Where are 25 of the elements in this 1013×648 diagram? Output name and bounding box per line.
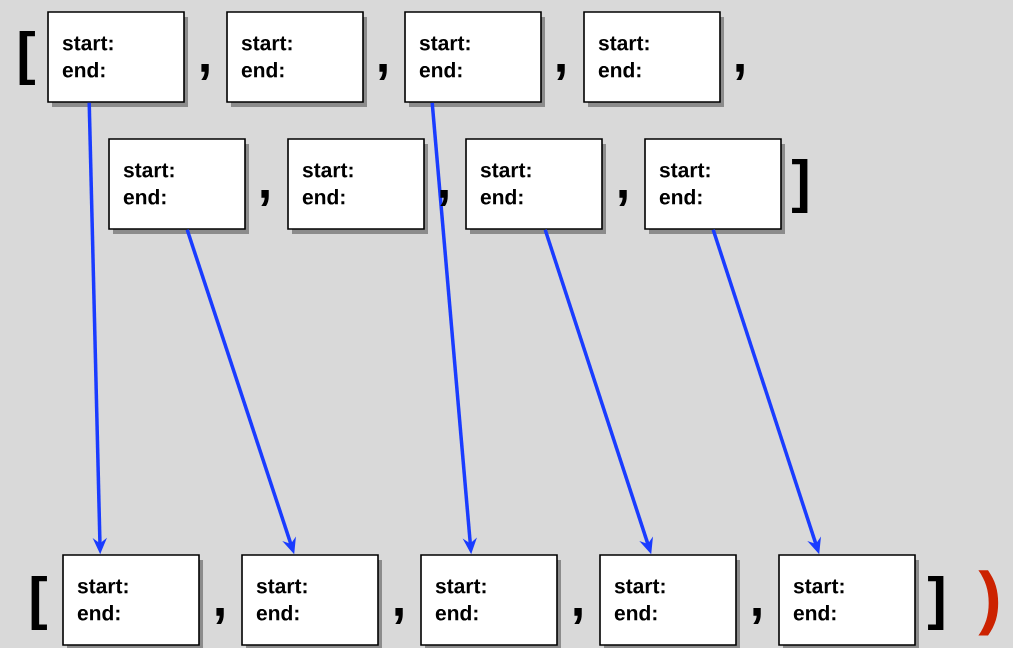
bracket: [	[19, 30, 35, 85]
record-box: start: end:	[778, 554, 916, 646]
comma: ,	[574, 608, 582, 624]
comma: ,	[557, 64, 565, 80]
comma: ,	[379, 64, 387, 80]
record-box: start: end:	[583, 11, 721, 103]
record-box: start: end:	[241, 554, 379, 646]
record-box: start: end:	[287, 138, 425, 230]
bracket: ]	[792, 158, 808, 213]
record-box: start: end:	[420, 554, 558, 646]
record-box: start: end:	[465, 138, 603, 230]
comma: ,	[736, 64, 744, 80]
record-box: start: end:	[226, 11, 364, 103]
record-box: start: end:	[47, 11, 185, 103]
comma: ,	[619, 190, 627, 206]
record-box: start: end:	[599, 554, 737, 646]
comma: ,	[395, 608, 403, 624]
comma: ,	[261, 190, 269, 206]
record-box: start: end:	[62, 554, 200, 646]
record-box: start: end:	[644, 138, 782, 230]
record-box: start: end:	[404, 11, 542, 103]
comma: ,	[216, 608, 224, 624]
comma: ,	[201, 64, 209, 80]
record-box: start: end:	[108, 138, 246, 230]
comma: ,	[753, 608, 761, 624]
